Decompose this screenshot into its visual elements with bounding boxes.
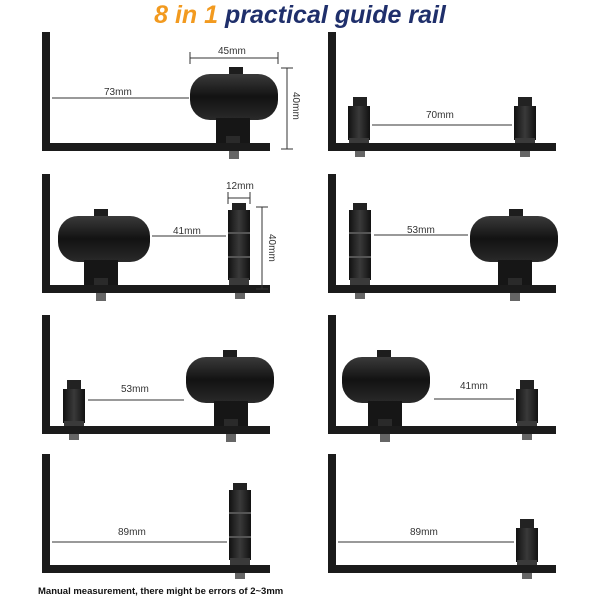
tall-guide-pin xyxy=(228,203,250,299)
guide-pin-left xyxy=(348,97,370,157)
guide-rail-panel-1: 73mm 45mm 40mm xyxy=(0,30,301,175)
roller-wheel xyxy=(190,67,278,159)
measurement-label-pin-width: 12mm xyxy=(226,181,254,192)
l-bracket xyxy=(42,174,270,293)
guide-rail-7-illustration xyxy=(42,454,270,579)
measurement-label-gap: 53mm xyxy=(407,225,435,236)
l-bracket xyxy=(328,315,556,434)
l-bracket xyxy=(42,32,270,151)
guide-rail-4-illustration xyxy=(328,174,558,301)
guide-rail-6-illustration xyxy=(328,315,556,442)
guide-pin-right xyxy=(514,97,536,157)
guide-rail-8-illustration xyxy=(328,454,556,579)
guide-rail-panel-5: 53mm xyxy=(0,313,300,458)
measurement-label-gap: 53mm xyxy=(121,384,149,395)
l-bracket xyxy=(42,315,270,434)
l-bracket xyxy=(328,454,556,573)
guide-rail-panel-2: 70mm xyxy=(300,30,600,175)
measurement-label-wheel-diameter: 45mm xyxy=(218,46,246,57)
measurement-label-width: 73mm xyxy=(104,87,132,98)
guide-rail-2-illustration xyxy=(328,32,556,157)
roller-wheel xyxy=(186,350,274,442)
l-bracket xyxy=(328,174,556,293)
guide-rail-1-illustration xyxy=(42,32,293,159)
measurement-label-gap: 41mm xyxy=(460,381,488,392)
roller-wheel xyxy=(470,209,558,301)
roller-wheel xyxy=(58,209,150,301)
tall-guide-pin xyxy=(229,483,251,579)
measurement-label-gap: 89mm xyxy=(410,527,438,538)
measurement-label-gap: 89mm xyxy=(118,527,146,538)
guide-pin xyxy=(516,380,538,440)
page-title: 8 in 1 practical guide rail xyxy=(0,0,600,30)
title-accent: 8 in 1 xyxy=(154,1,219,29)
guide-rail-panel-7: 89mm xyxy=(0,452,300,597)
measurement-label-gap: 41mm xyxy=(173,226,201,237)
measurement-disclaimer: Manual measurement, there might be error… xyxy=(38,586,284,597)
measurement-label-height: 40mm xyxy=(266,234,277,262)
guide-rail-panel-4: 53mm xyxy=(300,172,600,317)
title-main: practical guide rail xyxy=(224,1,446,29)
guide-pin xyxy=(516,519,538,579)
roller-wheel xyxy=(342,350,430,442)
measurement-label-gap: 70mm xyxy=(426,110,454,121)
l-bracket xyxy=(328,32,556,151)
guide-rail-panel-8: 89mm xyxy=(300,452,600,597)
tall-guide-pin xyxy=(349,203,371,299)
l-bracket xyxy=(42,454,270,573)
guide-rail-panel-3: 41mm 12mm 40mm xyxy=(0,172,300,317)
guide-rail-panel-6: 41mm xyxy=(300,313,600,458)
guide-pin xyxy=(63,380,85,440)
guide-rail-3-illustration xyxy=(42,174,270,301)
guide-rail-5-illustration xyxy=(42,315,274,442)
